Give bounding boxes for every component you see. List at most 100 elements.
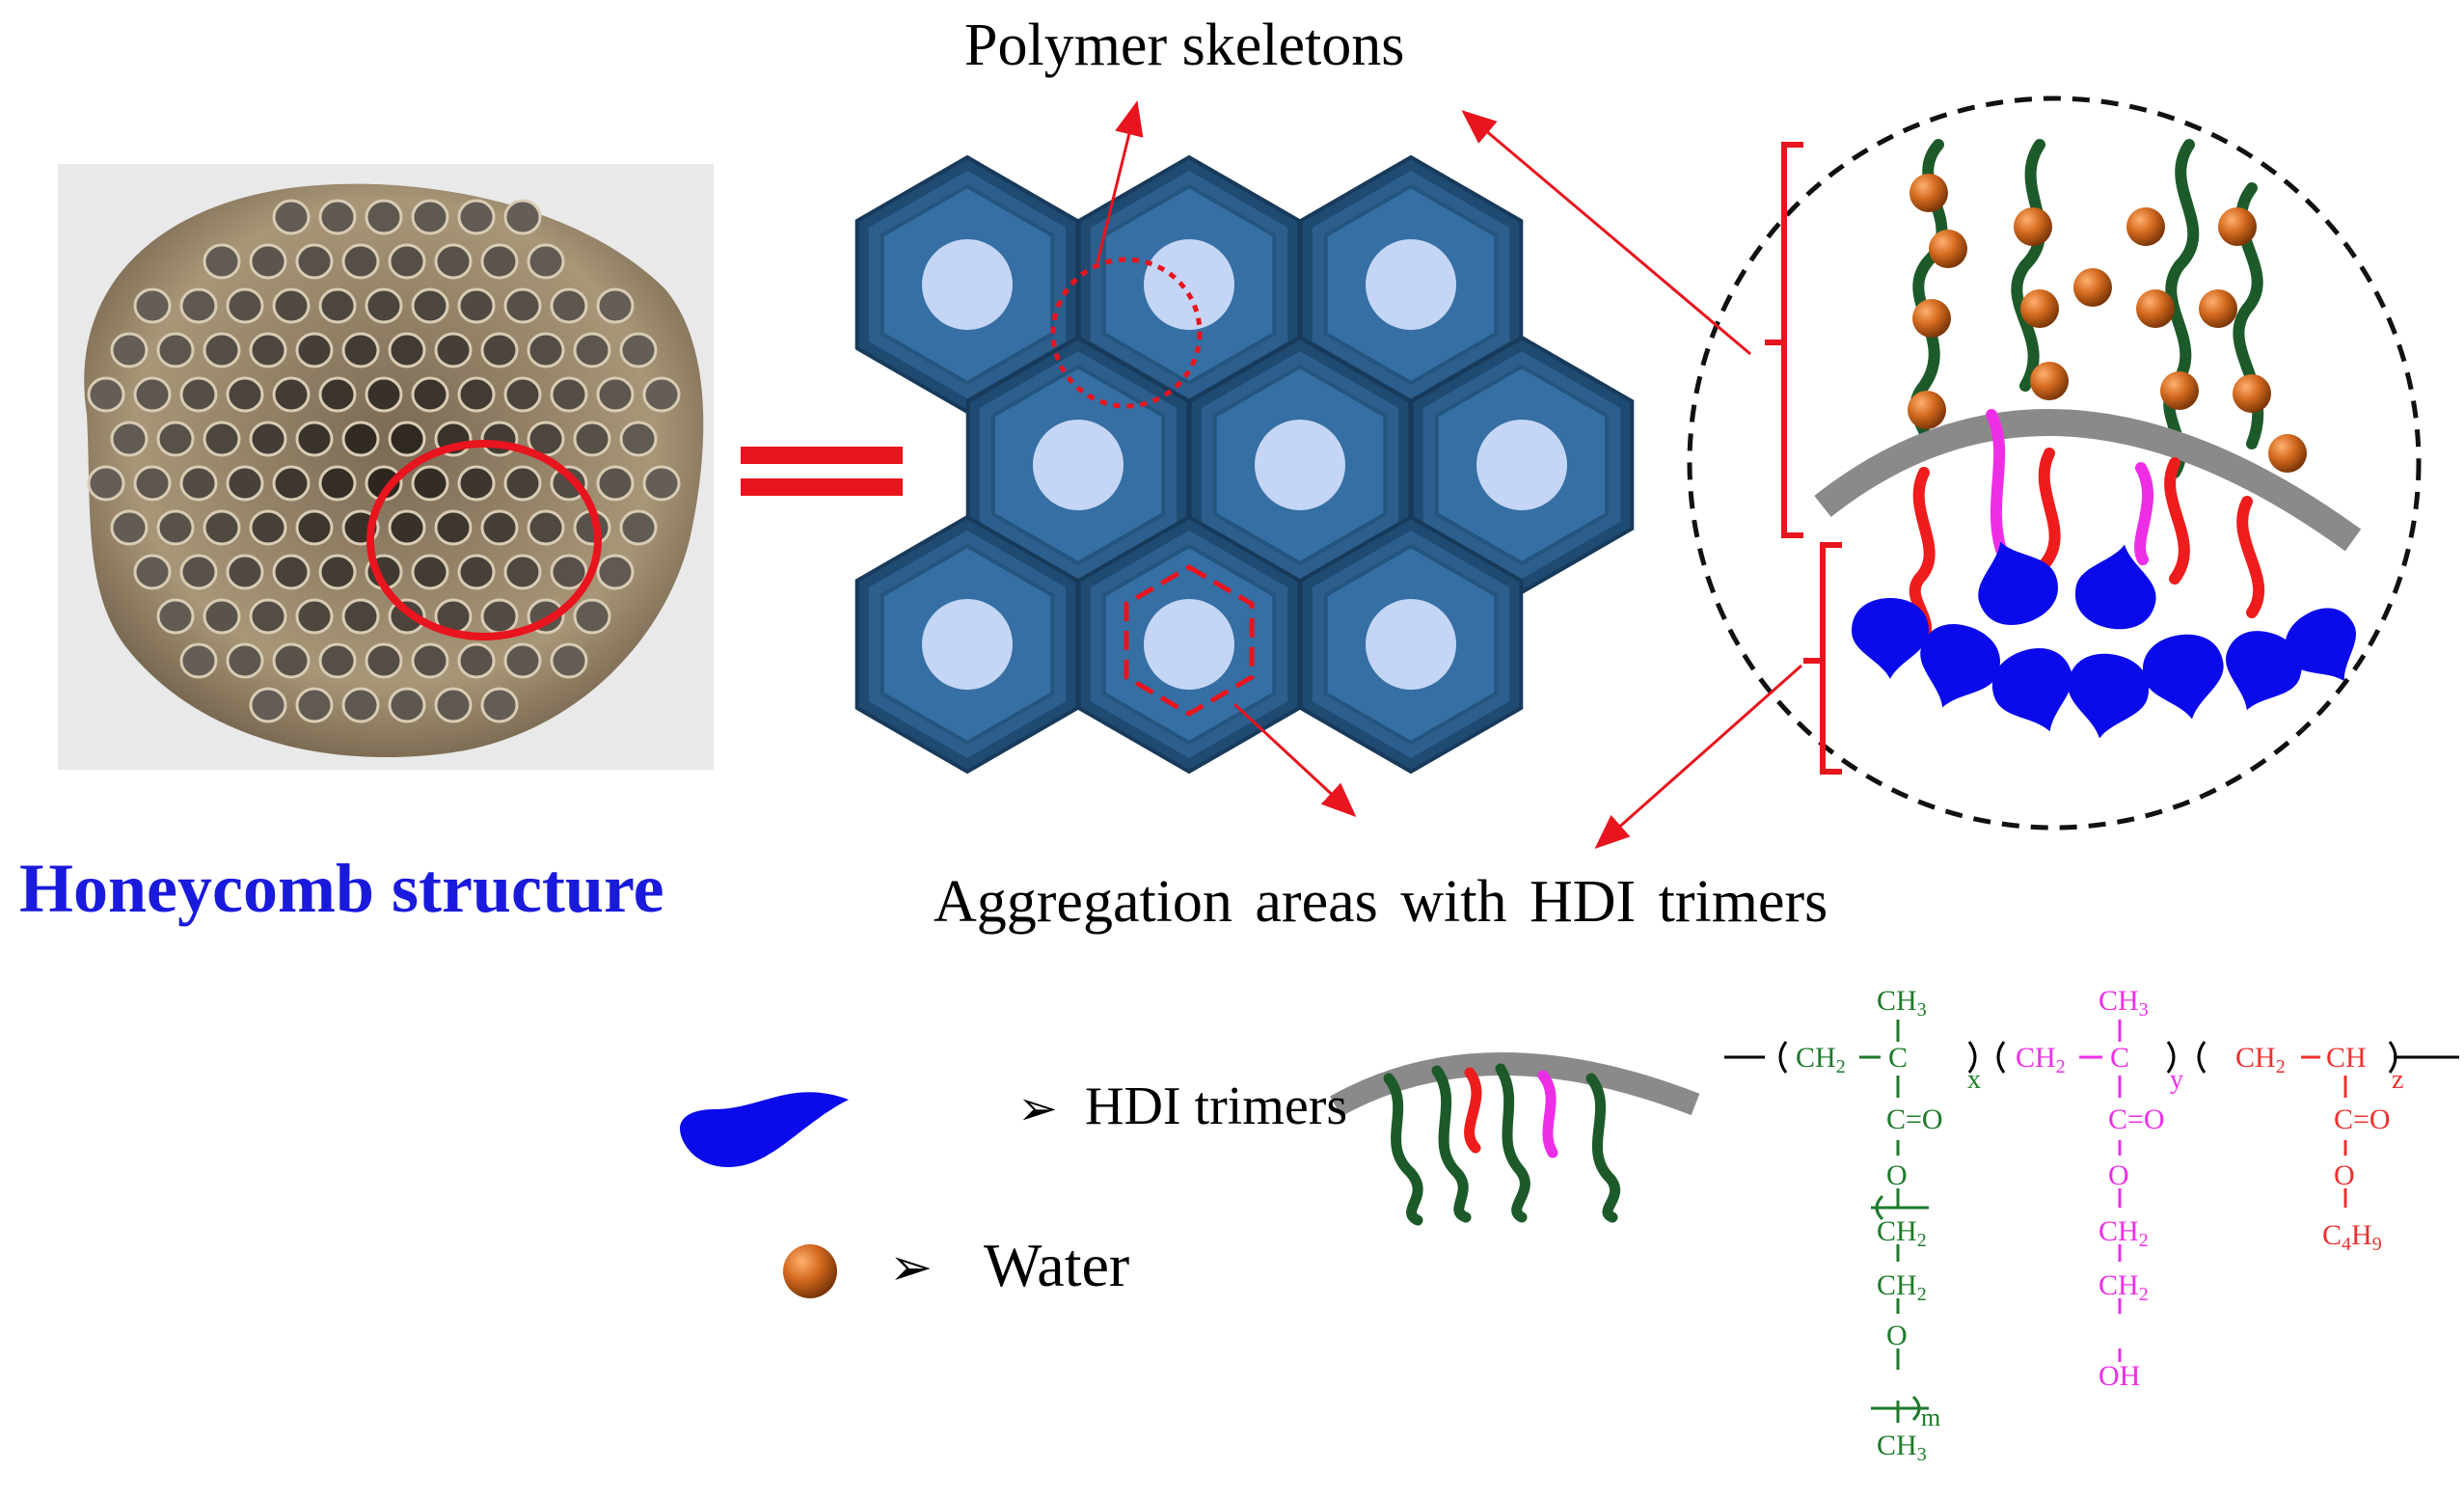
nest-cell [457, 287, 496, 324]
nest-cell [179, 642, 218, 679]
nest-cell [411, 554, 449, 590]
nest-cell [110, 509, 149, 546]
legend-hdi-label: HDI trimers [1085, 1076, 1348, 1136]
u2-c: C [2110, 1042, 2129, 1074]
nest-cell [179, 287, 218, 324]
hexagon-cell [1187, 335, 1413, 595]
hdi-trimer [2285, 608, 2356, 682]
u2-o1: O [2108, 1159, 2129, 1191]
formula-brackets [1778, 1041, 2397, 1422]
u2-ch2-b: CH2 [2098, 1269, 2149, 1305]
hdi-trimer [1992, 648, 2072, 732]
skeleton-highlight-circle [1050, 257, 1203, 409]
nest-cell [341, 687, 380, 723]
nest-cell [226, 554, 264, 590]
nest-cell [480, 332, 519, 368]
label-aggregation-areas: Aggregation areas with HDI trimers [934, 869, 1828, 935]
pore [922, 239, 1013, 330]
nest-cell [226, 465, 264, 502]
nest-cell [596, 465, 635, 502]
nest-cell [411, 376, 449, 413]
nest-cell [365, 287, 403, 324]
nest-cell [411, 465, 449, 502]
label-honeycomb-structure: Honeycomb structure [19, 850, 664, 927]
nest-cell [550, 376, 588, 413]
legend-water-label: Water [984, 1231, 1130, 1299]
nest-cell [179, 465, 218, 502]
hexagon-lattice [854, 154, 1635, 775]
nest-cell [318, 287, 357, 324]
u1-ch2: CH2 [1796, 1042, 1846, 1077]
nest-cell [388, 421, 426, 457]
nest-cell [388, 332, 426, 368]
nest-cell [388, 509, 426, 546]
nest-cell [179, 554, 218, 590]
hdi-trimer [2226, 631, 2302, 711]
formula-lines [1724, 1020, 2459, 1423]
u3-o1: O [2334, 1159, 2355, 1191]
upper-bracket [1765, 142, 1803, 538]
nest-cell [550, 554, 588, 590]
nest-cell [411, 199, 449, 235]
nest-cell [434, 509, 473, 546]
nest-cell [249, 421, 287, 457]
zoom-magenta-chains [1986, 409, 2154, 565]
label-polymer-skeletons: Polymer skeletons [964, 13, 1405, 78]
nest-cell [110, 332, 149, 368]
hdi-trimer [2068, 653, 2150, 739]
nest-cell [619, 509, 658, 546]
pore [1255, 420, 1345, 510]
nest-cell [249, 687, 287, 723]
nest-cell [527, 243, 565, 280]
nest-cell [503, 376, 542, 413]
nest-cell [295, 687, 334, 723]
nest-cell [503, 287, 542, 324]
nest-cell [503, 465, 542, 502]
u1-ch2-b: CH2 [1877, 1269, 1927, 1305]
nest-cell [318, 465, 357, 502]
nest-cell [503, 199, 542, 235]
nest-cell [642, 376, 681, 413]
nest-cell [411, 287, 449, 324]
nest-cell [249, 509, 287, 546]
hdi-trimer [1978, 541, 2058, 625]
nest-cell [365, 376, 403, 413]
pore [1366, 239, 1456, 330]
nest-cell [295, 421, 334, 457]
nest-cell [110, 421, 149, 457]
nest-cell [642, 465, 681, 502]
nest-cell [550, 642, 588, 679]
u1-ch3-bottom: CH3 [1877, 1430, 1927, 1465]
nest-cell [179, 376, 218, 413]
nest-cell [318, 642, 357, 679]
nest-cell [480, 687, 519, 723]
nest-cell [156, 332, 195, 368]
nest-cell [203, 332, 241, 368]
nest-cell [619, 332, 658, 368]
nest-cell [133, 287, 172, 324]
nest-cell [480, 243, 519, 280]
nest-cell [619, 421, 658, 457]
u3-repeat-z: z [2392, 1065, 2403, 1095]
nest-cell [341, 332, 380, 368]
nest-cell [411, 642, 449, 679]
zoom-circle [1687, 95, 2422, 831]
nest-cell [272, 376, 311, 413]
legend-hdi-icon [680, 1092, 849, 1167]
nest-cell [272, 465, 311, 502]
nest-cell [457, 642, 496, 679]
nest-cell [573, 421, 611, 457]
u3-carbonyl: C=O [2334, 1103, 2391, 1135]
zoom-hdi-trimers [1852, 541, 2356, 739]
nest-cell [87, 376, 125, 413]
nest-cell [550, 287, 588, 324]
nest-cell [226, 287, 264, 324]
nest-cell [596, 376, 635, 413]
nest-cell [203, 509, 241, 546]
hexagon-cell [1076, 154, 1302, 415]
nest-cell [87, 465, 125, 502]
nest-cell [527, 509, 565, 546]
nest-cell [272, 199, 311, 235]
small-chains [1383, 1063, 1620, 1226]
nest-cell [434, 687, 473, 723]
